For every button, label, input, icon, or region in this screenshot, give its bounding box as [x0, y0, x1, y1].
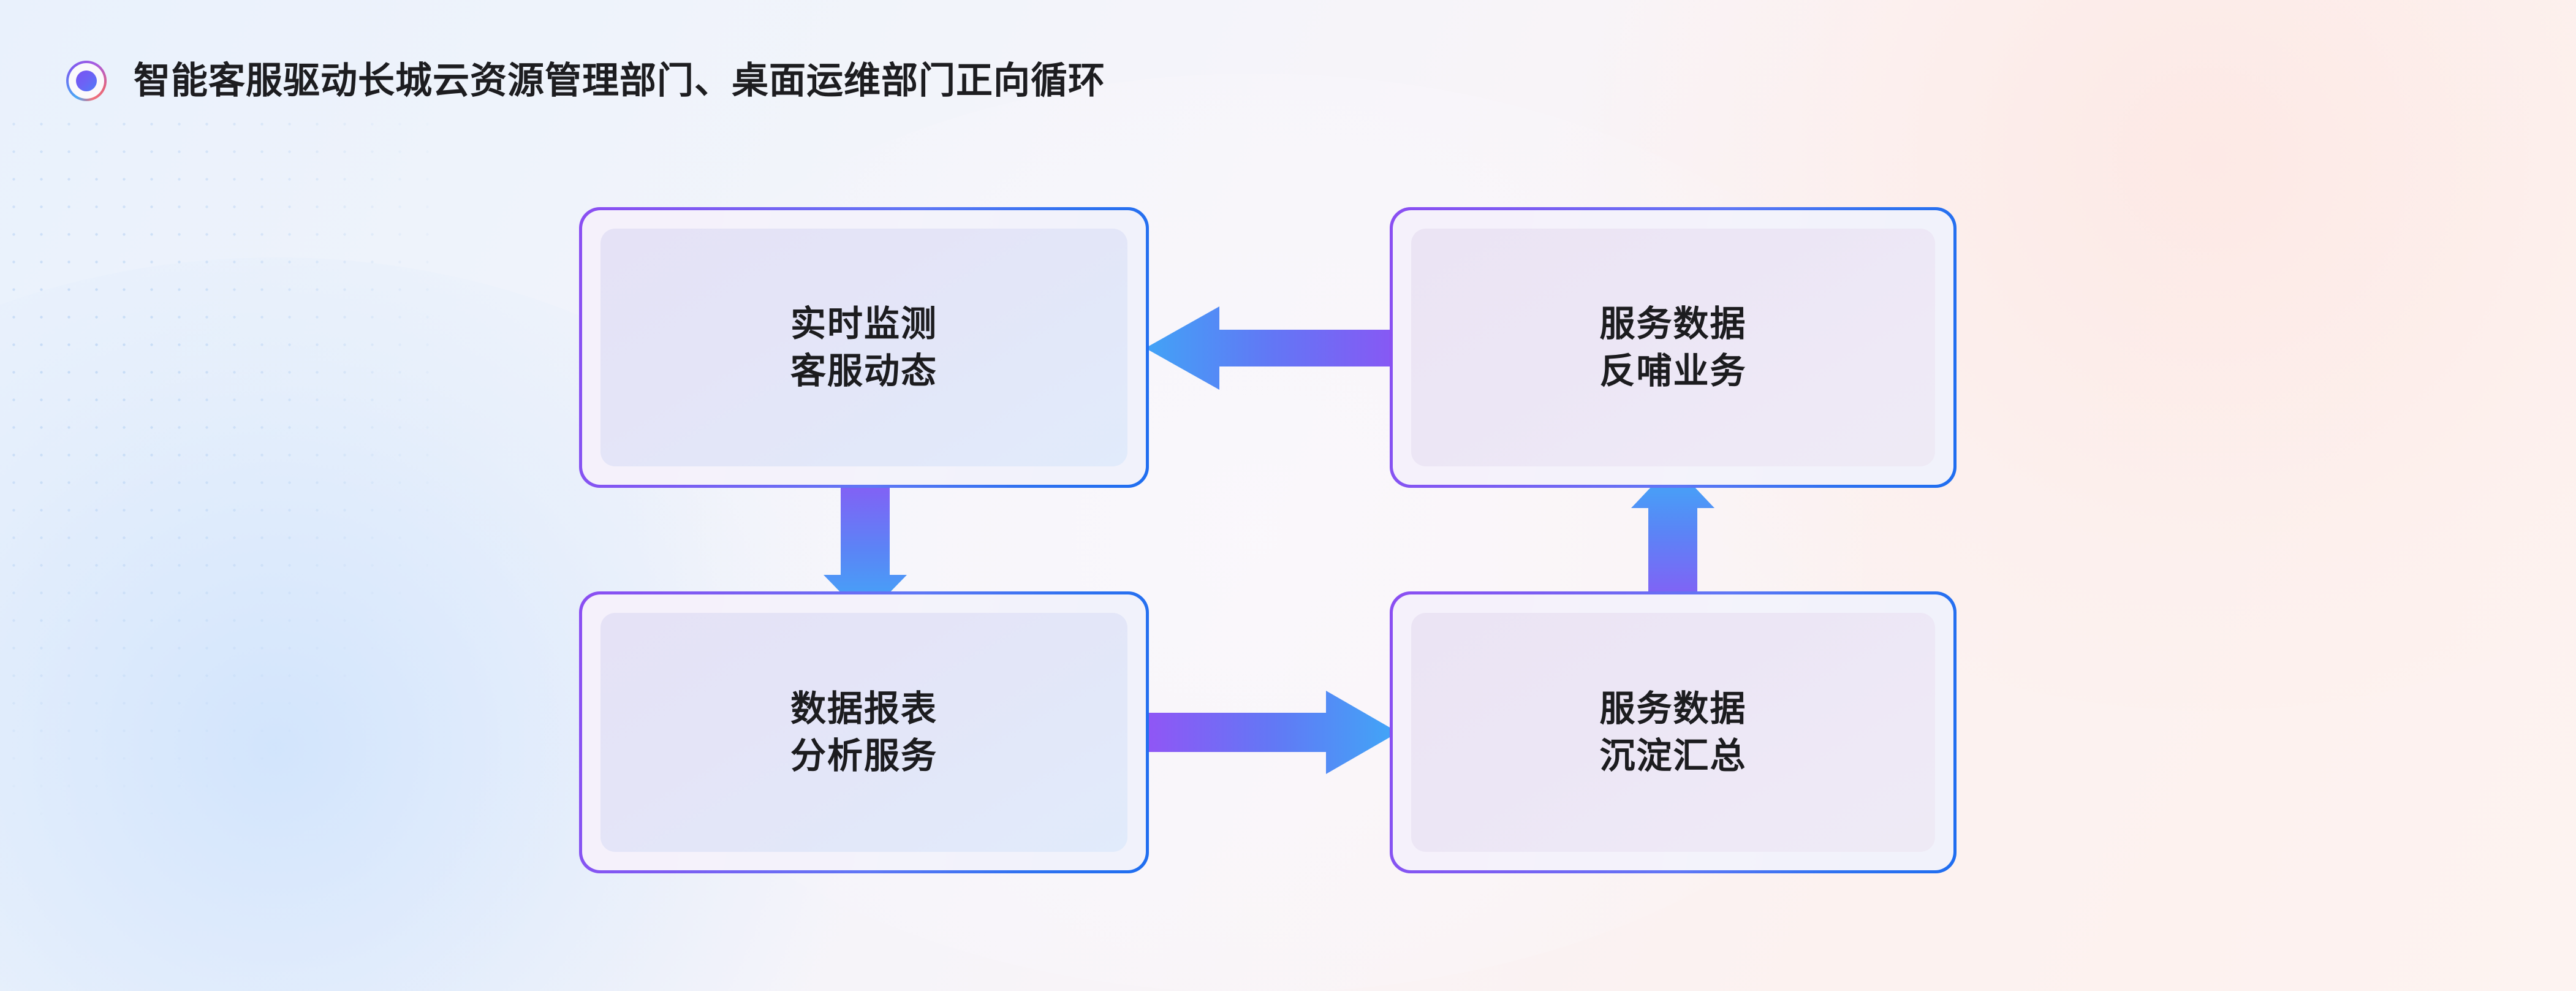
node-top-right-line1: 服务数据: [1599, 303, 1747, 344]
node-bottom-right-line1: 服务数据: [1599, 688, 1747, 729]
node-bottom-right[interactable]: 服务数据 沉淀汇总: [1390, 591, 1957, 873]
node-bottom-right-line2: 沉淀汇总: [1599, 736, 1747, 776]
node-top-left-line1: 实时监测: [790, 303, 938, 344]
node-bottom-left[interactable]: 数据报表 分析服务: [579, 591, 1149, 873]
node-top-left-panel: 实时监测 客服动态: [600, 229, 1127, 466]
node-top-right-panel: 服务数据 反哺业务: [1411, 229, 1935, 466]
node-top-right-line2: 反哺业务: [1599, 351, 1747, 391]
node-top-right[interactable]: 服务数据 反哺业务: [1390, 207, 1957, 488]
node-bottom-left-shell: 数据报表 分析服务: [582, 594, 1146, 870]
node-top-left-line2: 客服动态: [790, 351, 938, 391]
arrow-top-leftward: [1137, 305, 1406, 391]
node-top-left[interactable]: 实时监测 客服动态: [579, 207, 1149, 488]
slide-header: 智能客服驱动长城云资源管理部门、桌面运维部门正向循环: [66, 44, 1105, 118]
node-bottom-left-line1: 数据报表: [790, 688, 938, 729]
node-bottom-left-line2: 分析服务: [790, 736, 938, 776]
page-title: 智能客服驱动长城云资源管理部门、桌面运维部门正向循环: [134, 60, 1105, 101]
node-bottom-right-shell: 服务数据 沉淀汇总: [1393, 594, 1953, 870]
gradient-ring-bullet-icon: [66, 61, 107, 101]
node-top-right-shell: 服务数据 反哺业务: [1393, 210, 1953, 485]
bullet-core-dot: [76, 70, 97, 91]
arrow-bottom-rightward: [1145, 689, 1402, 775]
node-bottom-right-panel: 服务数据 沉淀汇总: [1411, 613, 1935, 852]
node-bottom-left-panel: 数据报表 分析服务: [600, 613, 1127, 852]
node-top-left-shell: 实时监测 客服动态: [582, 210, 1146, 485]
